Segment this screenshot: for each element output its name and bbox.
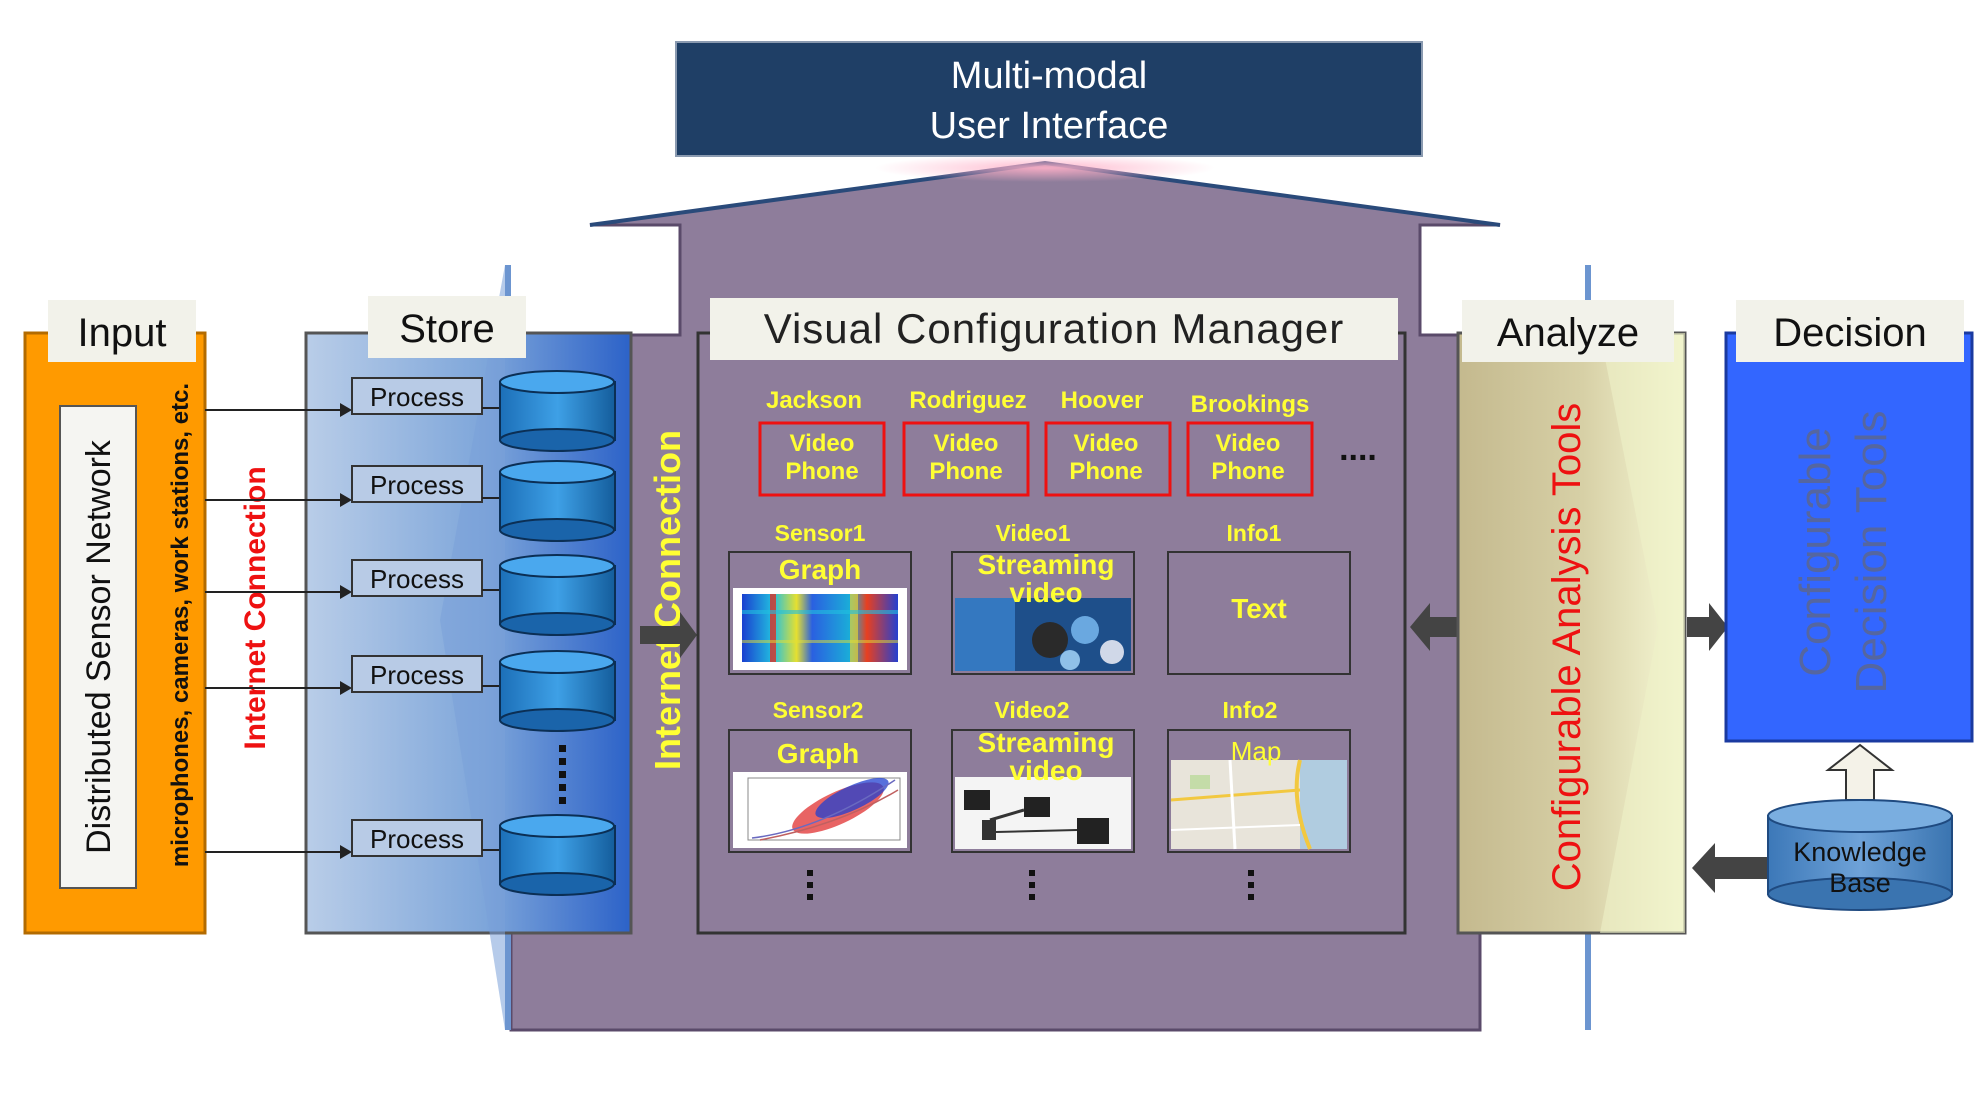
info2-label: Info2 — [1223, 697, 1278, 723]
video-phone-1[interactable]: Video Phone — [758, 421, 886, 497]
vcm-title: Visual Configuration Manager — [764, 305, 1345, 352]
person-name-4: Brookings — [1191, 391, 1310, 418]
store-internet-label: Internet Connection — [239, 466, 272, 749]
sensor-network-label: Distributed Sensor Network — [80, 439, 118, 854]
video-phone-2[interactable]: Video Phone — [902, 421, 1030, 497]
video-phone-2-line1: Video — [934, 430, 999, 457]
middle-internet-label: Internet Connection — [647, 430, 688, 770]
more-phones-dots: .... — [1339, 430, 1377, 468]
sensor2-panel[interactable]: Graph — [728, 729, 912, 853]
decision-tools-line2: Decision Tools — [1847, 411, 1896, 694]
decision-title-tab — [1736, 300, 1964, 362]
arrow-store-to-vcm — [640, 612, 697, 658]
analysis-tools-label: Configurable Analysis Tools — [1545, 403, 1589, 891]
store-chevron — [440, 265, 505, 1030]
video-phone-2-line2: Phone — [929, 458, 1002, 485]
knowledge-base[interactable]: Knowledge Base — [1767, 799, 1953, 911]
process-row-1: Process — [205, 370, 616, 452]
analyze-title-tab — [1462, 300, 1674, 362]
arrow-kb-to-analyze — [1692, 843, 1767, 893]
kb-line2: Base — [1829, 868, 1891, 898]
process-label-5: Process — [370, 824, 464, 854]
sensor-network-box — [59, 405, 137, 889]
process-row-4: Process — [205, 650, 616, 732]
decision-title: Decision — [1773, 311, 1926, 355]
person-name-2: Rodriguez — [909, 387, 1026, 414]
banner-line2: User Interface — [930, 105, 1169, 147]
video2-label: Video2 — [995, 697, 1070, 723]
video-phone-4-line2: Phone — [1211, 458, 1284, 485]
input-title-tab — [48, 300, 196, 362]
multimodal-ui-banner — [675, 41, 1423, 157]
video-phone-3-line2: Phone — [1069, 458, 1142, 485]
spectrogram-image — [742, 594, 898, 662]
store-title: Store — [399, 307, 495, 351]
store-title-tab — [368, 296, 526, 358]
sensor1-title: Graph — [779, 554, 861, 585]
info1-panel[interactable]: Text — [1167, 551, 1351, 675]
video-phone-4[interactable]: Video Phone — [1186, 421, 1314, 497]
person-name-3: Hoover — [1061, 387, 1144, 414]
arrow-analyze-to-decision — [1687, 603, 1728, 651]
person-name-1: Jackson — [766, 387, 862, 414]
process-label-3: Process — [370, 564, 464, 594]
process-row-3: Process — [205, 554, 616, 636]
decision-tools-line1: Configurable — [1791, 427, 1840, 677]
sensor1-panel[interactable]: Graph — [728, 551, 912, 675]
info1-title: Text — [1231, 593, 1287, 624]
info2-title: Map — [1231, 736, 1282, 766]
info1-label: Info1 — [1227, 520, 1282, 546]
store-more-dots — [559, 745, 566, 804]
video-phone-1-line2: Phone — [785, 458, 858, 485]
sensor2-label: Sensor2 — [773, 697, 864, 723]
process-row-5: Process — [205, 814, 616, 896]
process-label-2: Process — [370, 470, 464, 500]
analyze-chevron — [1600, 333, 1685, 933]
banner-glow — [875, 154, 1215, 182]
vcm-title-tab — [710, 298, 1398, 360]
video-phone-4-line1: Video — [1216, 430, 1281, 457]
column-more-dots — [807, 870, 1254, 900]
process-row-2: Process — [205, 460, 616, 542]
process-label-1: Process — [370, 382, 464, 412]
sensor2-title: Graph — [777, 738, 859, 769]
kb-line1: Knowledge — [1793, 837, 1927, 867]
info2-panel[interactable]: Map — [1167, 729, 1351, 853]
video1-label: Video1 — [996, 520, 1071, 546]
banner-line1: Multi-modal — [951, 55, 1147, 97]
process-label-4: Process — [370, 660, 464, 690]
input-title: Input — [78, 311, 167, 355]
video-phone-3[interactable]: Video Phone — [1044, 421, 1172, 497]
video-phone-1-line1: Video — [790, 430, 855, 457]
sensor1-label: Sensor1 — [775, 520, 866, 546]
arrow-kb-to-decision — [1825, 743, 1895, 801]
analyze-title: Analyze — [1497, 311, 1639, 355]
devices-label: microphones, cameras, work stations, etc… — [167, 383, 194, 867]
video-phone-3-line1: Video — [1074, 430, 1139, 457]
